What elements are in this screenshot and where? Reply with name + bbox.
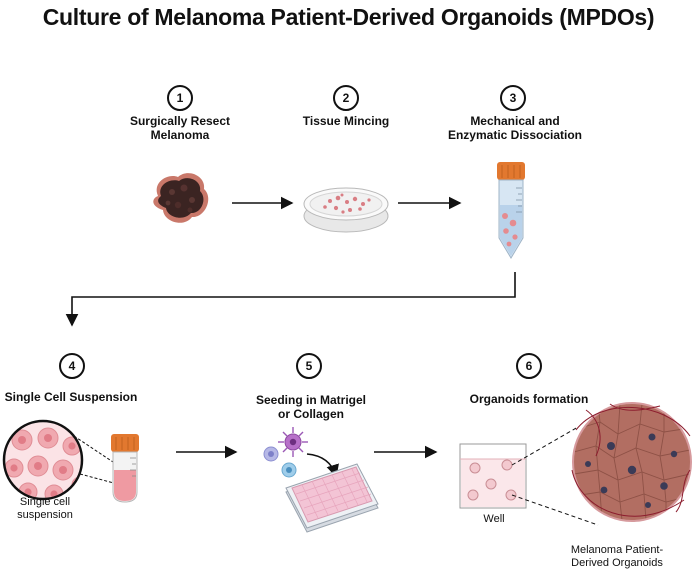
step-6-label-line-1: Organoids formation <box>469 392 589 406</box>
connector-arrow-3-to-4 <box>65 272 516 327</box>
step-5-label: Seeding in Matrigel or Collagen <box>236 393 386 421</box>
step-1-label: Surgically Resect Melanoma <box>108 114 252 142</box>
single-cell-caption-line-1: Single cell <box>19 496 71 508</box>
organoid-caption-line-2: Derived Organoids <box>571 557 663 569</box>
step-3-label-line-1: Mechanical and <box>470 114 560 128</box>
single-cell-caption-line-2: suspension <box>17 509 73 521</box>
single-cell-caption: Single cell suspension <box>8 496 82 522</box>
conical-tube-icon <box>497 162 525 259</box>
step-4-label: Single Cell Suspension <box>0 390 142 404</box>
step-4-label-line-1: Single Cell Suspension <box>4 390 138 404</box>
step-5-number: 5 <box>296 353 322 379</box>
petri-dish-icon <box>303 187 389 233</box>
well-caption: Well <box>483 513 505 525</box>
step-3-number: 3 <box>500 85 526 111</box>
step-5-label-line-1: Seeding in Matrigel <box>255 393 366 407</box>
step-2-label-line-1: Tissue Mincing <box>302 114 390 128</box>
step-4-number: 4 <box>59 353 85 379</box>
step-1-number: 1 <box>167 85 193 111</box>
figure-title: Culture of Melanoma Patient-Derived Orga… <box>42 4 655 30</box>
step-2-number: 2 <box>333 85 359 111</box>
step-5-label-line-2: or Collagen <box>277 407 344 421</box>
step-1-label-line-1: Surgically Resect <box>129 114 231 128</box>
organoid-caption-line-1: Melanoma Patient- <box>570 544 664 556</box>
single-cell-magnifier-icon <box>2 419 126 501</box>
melanoma-tissue-icon <box>153 173 209 223</box>
step-3-label-line-2: Enzymatic Dissociation <box>447 128 583 142</box>
step-3-label: Mechanical and Enzymatic Dissociation <box>440 114 590 142</box>
culture-well-icon <box>459 426 599 526</box>
well-plate-icon <box>285 463 379 533</box>
organoid-caption: Melanoma Patient- Derived Organoids <box>552 544 682 570</box>
step-6-label: Organoids formation <box>458 392 600 406</box>
step-2-label: Tissue Mincing <box>276 114 416 128</box>
cell-suspension-tube-icon <box>111 434 139 503</box>
melanoma-organoid-icon <box>571 402 692 522</box>
step-6-number: 6 <box>516 353 542 379</box>
seeding-cells-icon <box>263 427 339 478</box>
step-1-label-line-2: Melanoma <box>150 128 210 142</box>
